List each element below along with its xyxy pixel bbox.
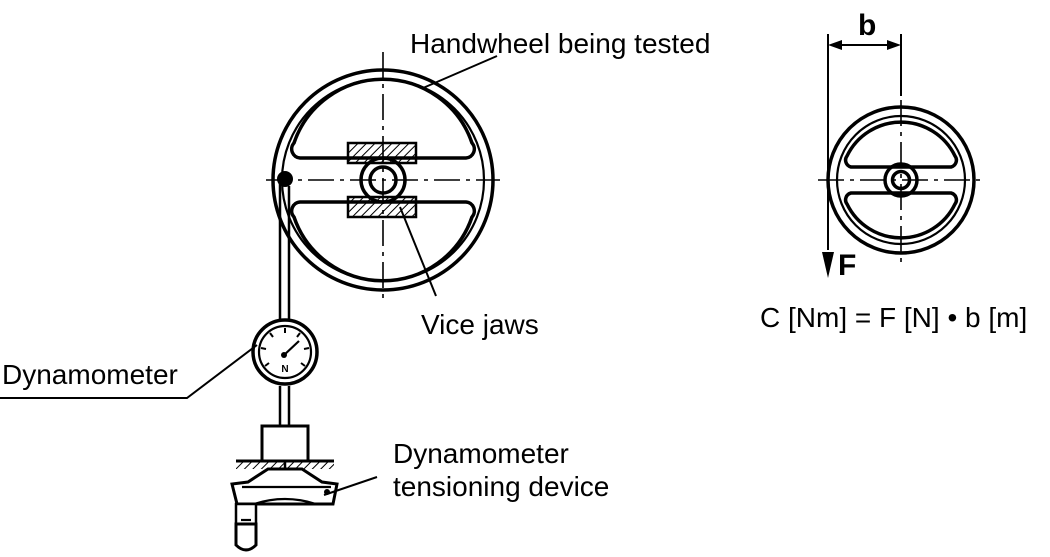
- label-tensioning-device-line2: tensioning device: [393, 471, 609, 502]
- leader-lines: [0, 55, 498, 496]
- dimension-b: [827, 34, 902, 250]
- label-handwheel-being-tested: Handwheel being tested: [410, 28, 710, 59]
- label-tensioning-device-line1: Dynamometer: [393, 438, 569, 469]
- dial-unit-letter: N: [281, 364, 288, 375]
- label-force-f: F: [838, 249, 856, 282]
- vice-jaws: [346, 141, 418, 219]
- label-vice-jaws: Vice jaws: [421, 309, 539, 340]
- pull-cable: [277, 171, 293, 426]
- label-dynamometer: Dynamometer: [2, 359, 178, 390]
- force-arrow: [822, 252, 834, 278]
- label-dimension-b: b: [858, 9, 876, 42]
- torque-formula: C [Nm] = F [N] • b [m]: [760, 302, 1027, 333]
- dynamometer-gauge: N: [251, 318, 319, 386]
- handwheel-small: [818, 100, 984, 262]
- handwheel-large: [266, 52, 500, 298]
- tensioning-device: [230, 424, 339, 552]
